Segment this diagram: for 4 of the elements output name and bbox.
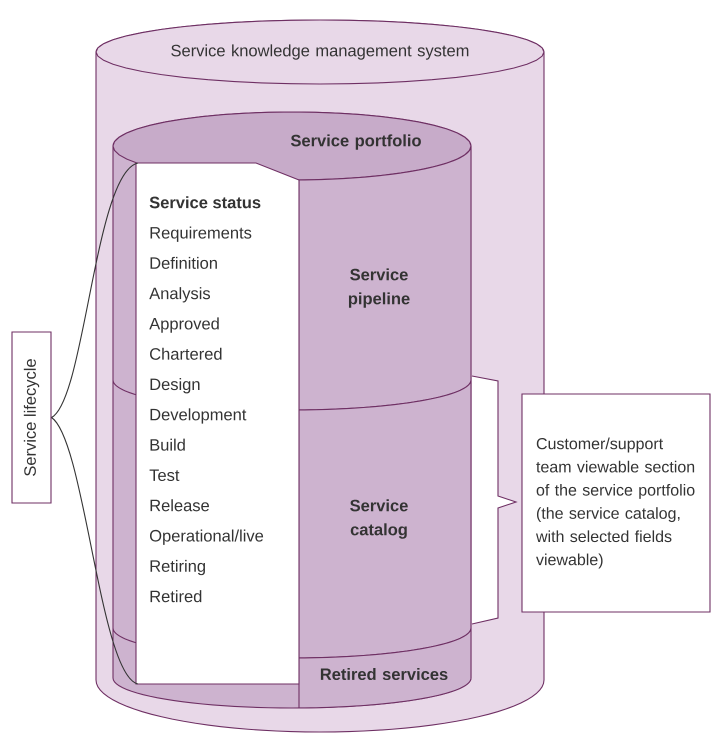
callout-box: Customer/support team viewable section of the service portfolio (the service catalog, with selected fields viewable) (521, 393, 711, 613)
bracket-arrow (471, 375, 518, 625)
label-box: Service lifecycle (11, 331, 52, 504)
list-panel: Service status Requirements Definition Analysis Approved Chartered Design Development Build Test Release Operational/live Retiring Retired (135, 162, 300, 685)
